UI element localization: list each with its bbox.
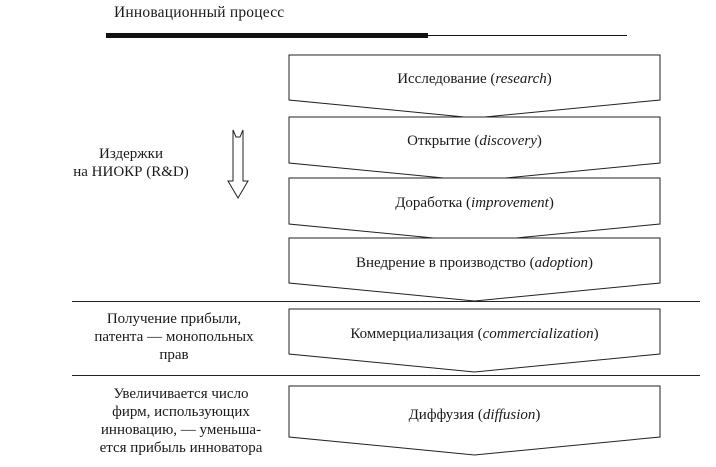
stage-discovery-label: Открытие (discovery) (407, 133, 542, 149)
diffusion-note-line1: Увеличивается число (113, 386, 249, 402)
stage-diffusion-name: Диффузия (408, 407, 475, 423)
stage-adoption-label: Внедрение в производство (adoption) (355, 255, 594, 271)
commercialization-note: Получение прибыли, патента — монопольных… (76, 310, 272, 364)
stage-improvement-label: Доработка (improvement) (395, 195, 554, 211)
diffusion-note: Увеличивается число фирм, использующих и… (76, 385, 286, 457)
stage-discovery-chevron (288, 116, 661, 182)
diffusion-note-line2: фирм, использующих (112, 404, 250, 420)
rd-costs-line1: Издержки (99, 146, 163, 162)
stage-diffusion-label: Диффузия (diffusion) (408, 407, 541, 423)
stage-commercialization-name: Коммерциализация (350, 326, 474, 342)
diagram-title: Инновационный процесс (114, 4, 285, 21)
stage-improvement-chevron (288, 177, 661, 243)
stage-discovery-term: discovery (479, 133, 537, 149)
stage-research-chevron (288, 54, 661, 119)
stage-research-label: Исследование (research) (397, 71, 552, 87)
stage-commercialization-chevron (288, 308, 661, 373)
stage-research-name: Исследование (397, 71, 487, 87)
commercialization-note-line2: патента — монопольных (94, 329, 254, 345)
title-underline-bold (106, 33, 428, 38)
stage-adoption-term: adoption (534, 255, 589, 271)
diffusion-note-line4: ется прибыль инноватора (99, 440, 263, 456)
stage-improvement-term: improvement (471, 195, 549, 211)
stage-discovery-name: Открытие (407, 133, 471, 149)
rd-down-arrow-icon (227, 129, 249, 199)
commercialization-note-line3: прав (159, 347, 189, 363)
stage-diffusion-term: diffusion (482, 407, 536, 423)
rd-costs-label: Издержки на НИОКР (R&D) (56, 145, 206, 181)
stage-commercialization-label: Коммерциализация (commercialization) (350, 326, 599, 342)
rd-costs-line2: на НИОКР (R&D) (73, 164, 189, 180)
diffusion-note-line3: инновацию, — уменьша- (100, 422, 262, 438)
stage-adoption-chevron (288, 237, 661, 302)
commercialization-note-line1: Получение прибыли, (106, 311, 242, 327)
stage-improvement-name: Доработка (395, 195, 463, 211)
stage-diffusion-chevron (288, 385, 661, 456)
stage-commercialization-term: commercialization (482, 326, 594, 342)
stage-adoption-name: Внедрение в производство (355, 255, 526, 271)
stage-research-term: research (495, 71, 547, 87)
